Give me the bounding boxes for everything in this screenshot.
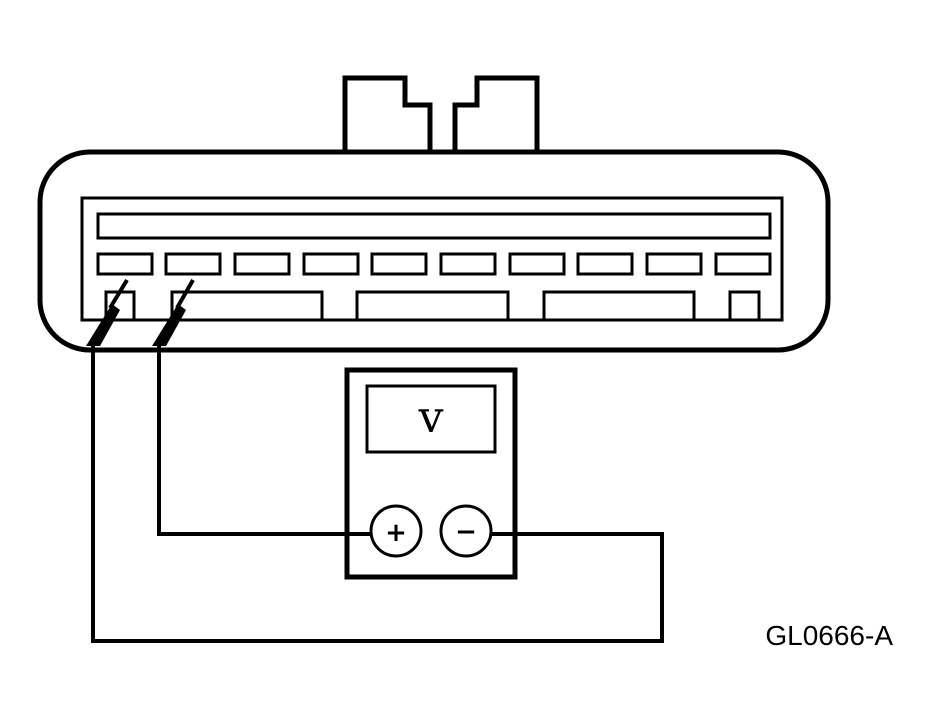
voltmeter bbox=[344, 367, 518, 580]
meter-display bbox=[365, 384, 497, 454]
pin-cavity bbox=[233, 252, 291, 276]
pin-cavity bbox=[370, 252, 428, 276]
connector-slot-long bbox=[96, 212, 772, 240]
figure-id: GL0666-A bbox=[765, 620, 893, 651]
negative-lead-wire bbox=[91, 344, 664, 643]
positive-lead-wire bbox=[157, 344, 371, 536]
connector-latch bbox=[342, 75, 540, 152]
pin-cavity bbox=[508, 252, 566, 276]
pin-cavity bbox=[439, 252, 497, 276]
upper-pin-row bbox=[96, 252, 772, 276]
voltage-symbol: v bbox=[418, 392, 444, 443]
negative-terminal-label: − bbox=[455, 517, 477, 547]
test-probe-positive bbox=[152, 279, 195, 346]
positive-terminal bbox=[369, 504, 423, 558]
lower-pin-row bbox=[104, 290, 761, 320]
pin-cavity-lower bbox=[355, 290, 510, 320]
pin-cavity bbox=[164, 252, 222, 276]
pin-cavity-lower bbox=[170, 290, 324, 320]
pin-cavity bbox=[96, 252, 154, 276]
pin-cavity-lower bbox=[728, 290, 761, 320]
pin-cavity bbox=[714, 252, 772, 276]
pin-cavity-lower bbox=[542, 290, 696, 320]
connector-face bbox=[80, 196, 784, 322]
pin-cavity bbox=[576, 252, 634, 276]
positive-terminal-label: + bbox=[385, 518, 407, 548]
test-probe-negative bbox=[86, 278, 129, 346]
negative-terminal bbox=[439, 504, 493, 558]
connector-housing bbox=[37, 149, 831, 353]
pin-cavity bbox=[302, 252, 360, 276]
pin-cavity bbox=[645, 252, 703, 276]
